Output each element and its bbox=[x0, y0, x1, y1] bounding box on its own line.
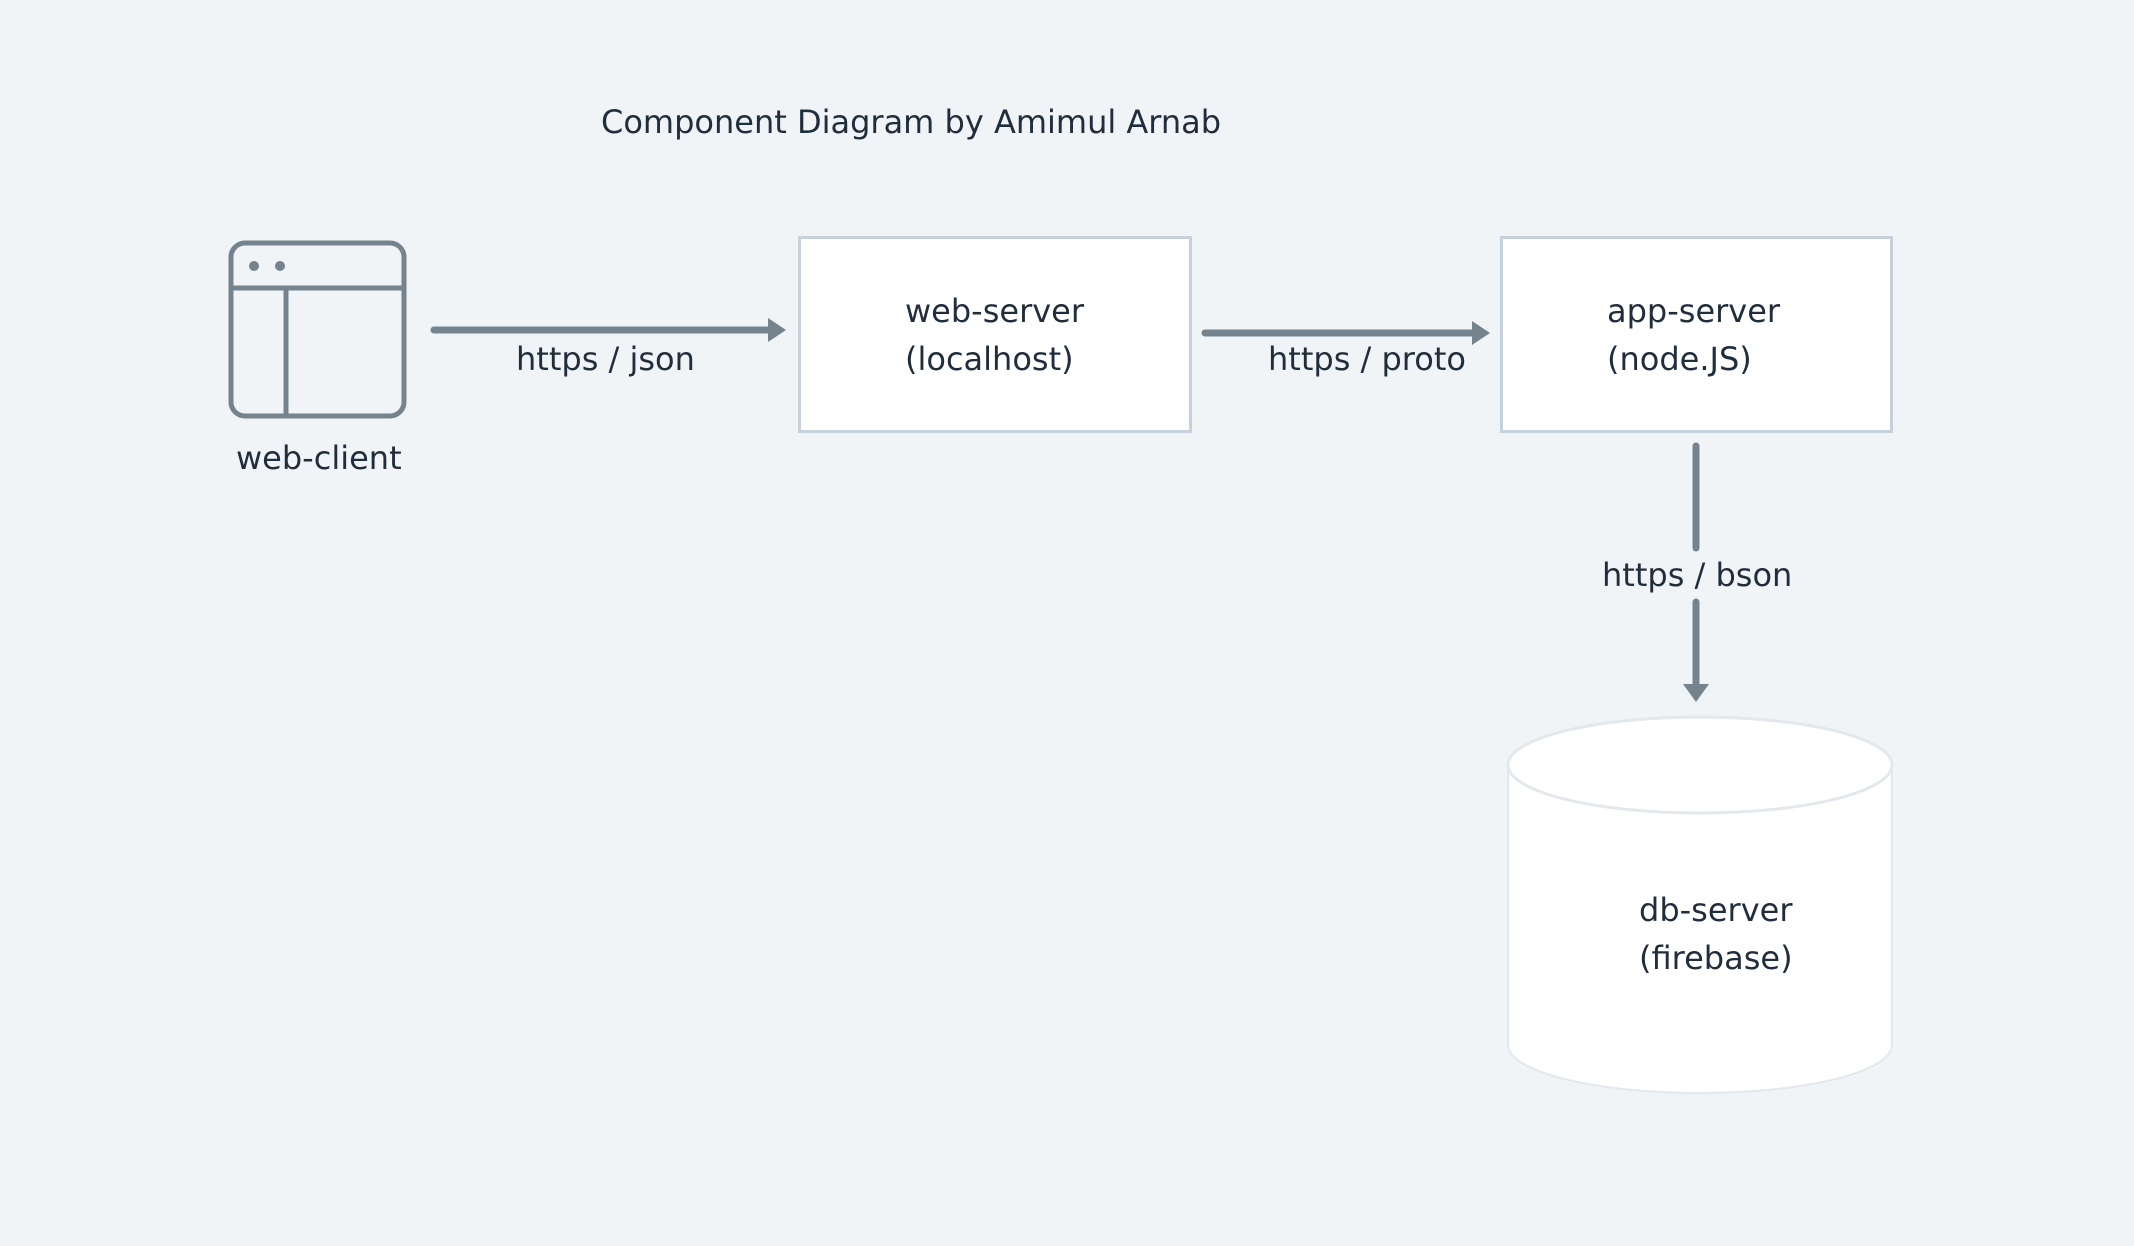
edge-app-server-to-db-server bbox=[1683, 442, 1709, 702]
web-server-name: web-server bbox=[905, 292, 1085, 330]
edge-label-app-to-db: https / bson bbox=[1596, 556, 1799, 594]
edge-client-to-web-server bbox=[430, 318, 786, 342]
web-server-node[interactable]: web-server (localhost) bbox=[798, 236, 1192, 433]
app-server-name: app-server bbox=[1607, 292, 1781, 330]
db-server-cylinder[interactable] bbox=[1506, 715, 1894, 1094]
db-server-name: db-server bbox=[1639, 891, 1793, 929]
browser-window-icon[interactable] bbox=[228, 240, 407, 419]
app-server-runtime: (node.JS) bbox=[1607, 340, 1752, 378]
edge-label-client-to-web: https / json bbox=[510, 340, 701, 378]
edge-web-server-to-app-server bbox=[1201, 321, 1490, 345]
app-server-node[interactable]: app-server (node.JS) bbox=[1500, 236, 1893, 433]
db-server-provider: (firebase) bbox=[1639, 939, 1793, 977]
edge-label-web-to-app: https / proto bbox=[1262, 340, 1472, 378]
web-client-label: web-client bbox=[236, 439, 402, 477]
diagram-title: Component Diagram by Amimul Arnab bbox=[601, 103, 1222, 141]
web-server-host: (localhost) bbox=[905, 340, 1074, 378]
